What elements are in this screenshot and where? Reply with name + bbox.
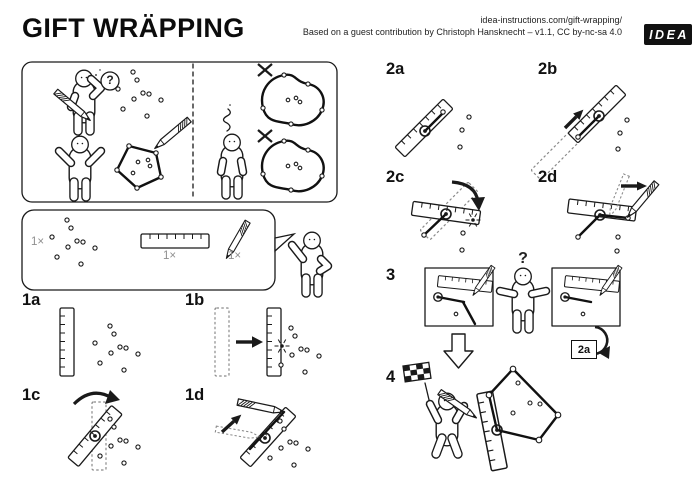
sigh-squiggle-icon: [222, 108, 231, 132]
checkered-flag-icon: [402, 361, 432, 405]
scatter-points-icon: [97, 323, 141, 373]
question-mark: ?: [106, 73, 114, 87]
step-1a-label: 1a: [22, 291, 41, 309]
step-1c-label: 1c: [22, 386, 41, 404]
rotate-arrow-icon: [72, 390, 120, 406]
step-4-figure: [402, 361, 562, 472]
confused-person-icon: [53, 69, 120, 131]
step-1d-figure: [214, 398, 311, 468]
move-right-arrow-icon: [236, 336, 263, 348]
question-mark: ?: [518, 250, 528, 267]
ruler-ghost-icon: [214, 307, 230, 377]
step-3-label: 3: [386, 266, 396, 284]
loop-back-reference: 2a: [571, 340, 597, 359]
shrug-person-icon: [495, 268, 551, 329]
ruler-icon: [59, 307, 75, 377]
draw-arrow-icon: [621, 181, 647, 191]
scatter-points-icon: [49, 217, 98, 267]
step-2d-figure: [566, 173, 660, 254]
idea-logo: IDEA: [644, 24, 692, 45]
pencil-icon: [152, 116, 192, 152]
presenter-person-icon: [287, 232, 333, 293]
slide-arrow-icon: [563, 109, 584, 130]
intro-box: [21, 62, 338, 202]
finished-hull-icon: [485, 365, 562, 444]
step-2d-label: 2d: [538, 168, 558, 186]
step-1b-figure: [214, 307, 322, 377]
scatter-points-icon: [278, 325, 322, 375]
step-1d-label: 1d: [185, 386, 205, 404]
step-2c-figure: [410, 180, 485, 253]
step-3-figure: [424, 265, 622, 369]
step-2b-label: 2b: [538, 60, 558, 78]
points-quantity: 1×: [31, 236, 45, 248]
step-2a-label: 2a: [386, 60, 405, 78]
source-url: idea-instructions.com/gift-wrapping/: [480, 15, 622, 25]
panel-done: [551, 267, 621, 327]
parts-box: [21, 209, 333, 293]
step-1b-label: 1b: [185, 291, 205, 309]
step-1a-figure: [59, 307, 141, 377]
wavy-hull-crossed-icon: [256, 62, 326, 128]
rotate-arrow-icon: [451, 180, 485, 211]
pencil-quantity: 1×: [228, 250, 242, 262]
ruler-quantity: 1×: [163, 250, 177, 262]
draw-arrow-icon: [220, 414, 242, 434]
wavy-hull-crossed-icon: [256, 128, 326, 194]
step-2b-figure: [530, 84, 630, 181]
convex-hull-pencil-icon: [114, 116, 192, 191]
pencil-ghost-icon: [214, 425, 262, 441]
panel-continue: [424, 267, 494, 327]
ruler-icon: [394, 98, 454, 158]
step-2a-figure: [394, 98, 472, 158]
step-4-label: 4: [386, 368, 396, 386]
credits-block: idea-instructions.com/gift-wrapping/ Bas…: [303, 14, 622, 38]
continue-down-arrow-icon: [443, 333, 474, 369]
annoyed-person-icon: [221, 104, 243, 195]
scatter-points-icon: [115, 69, 164, 119]
step-2c-label: 2c: [386, 168, 405, 186]
speech-bubble-tail: [274, 232, 297, 253]
pencil-icon: [236, 398, 286, 416]
question-bubble: [100, 71, 120, 91]
ruler-icon: [140, 233, 210, 249]
credit-line: Based on a guest contribution by Christo…: [302, 27, 622, 37]
page-title: GIFT WRÄPPING: [22, 13, 245, 43]
happy-person-icon: [54, 136, 106, 197]
step-1c-figure: [67, 390, 141, 471]
